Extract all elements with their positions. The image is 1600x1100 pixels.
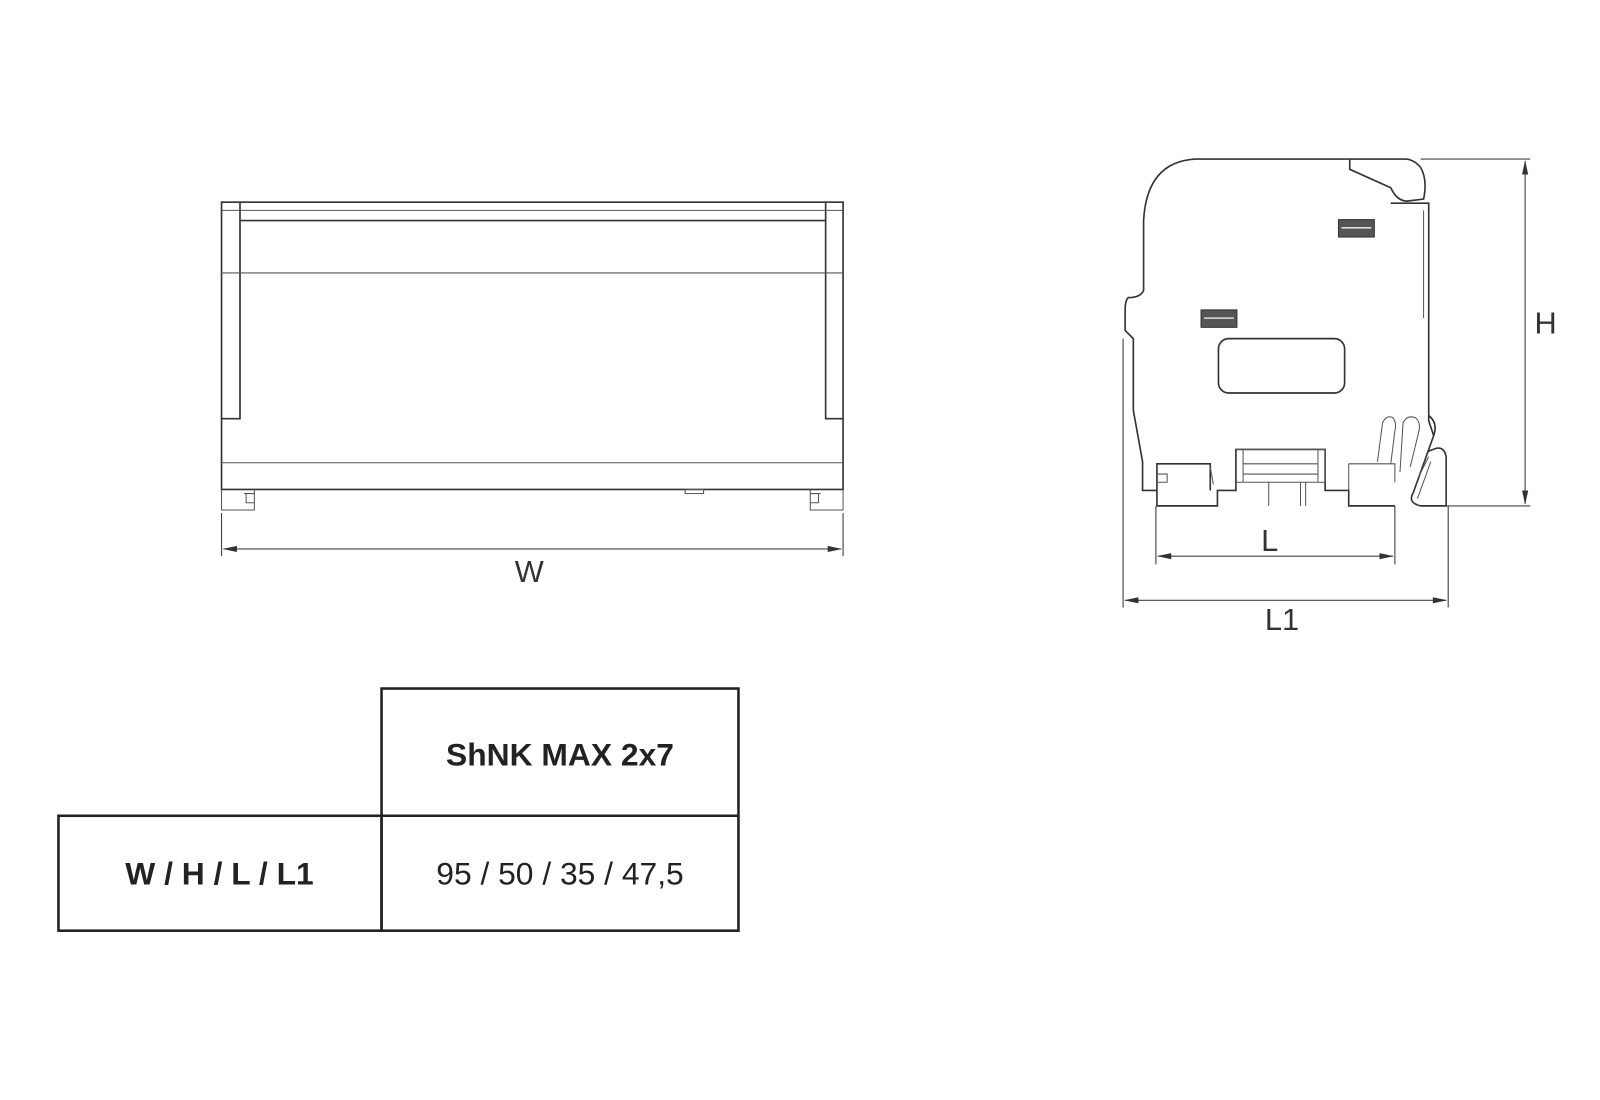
height-label: H (1535, 305, 1557, 340)
length-label: L (1261, 523, 1278, 558)
dimensions-table: ShNK MAX 2x7 W / H / L / L1 95 / 50 / 35… (57, 687, 740, 932)
length1-label: L1 (1265, 602, 1299, 637)
label-window (1217, 337, 1346, 394)
table-row-value: 95 / 50 / 35 / 47,5 (436, 856, 683, 892)
side-view (1124, 158, 1447, 507)
front-view (220, 201, 844, 511)
length1-dimension: L1 (1122, 338, 1449, 637)
height-dimension: H (1420, 158, 1557, 507)
table-row-header: W / H / L / L1 (125, 856, 313, 892)
table-model-header: ShNK MAX 2x7 (446, 736, 674, 772)
width-label: W (515, 554, 544, 589)
length-dimension: L (1155, 505, 1396, 565)
width-dimension: W (220, 513, 844, 589)
